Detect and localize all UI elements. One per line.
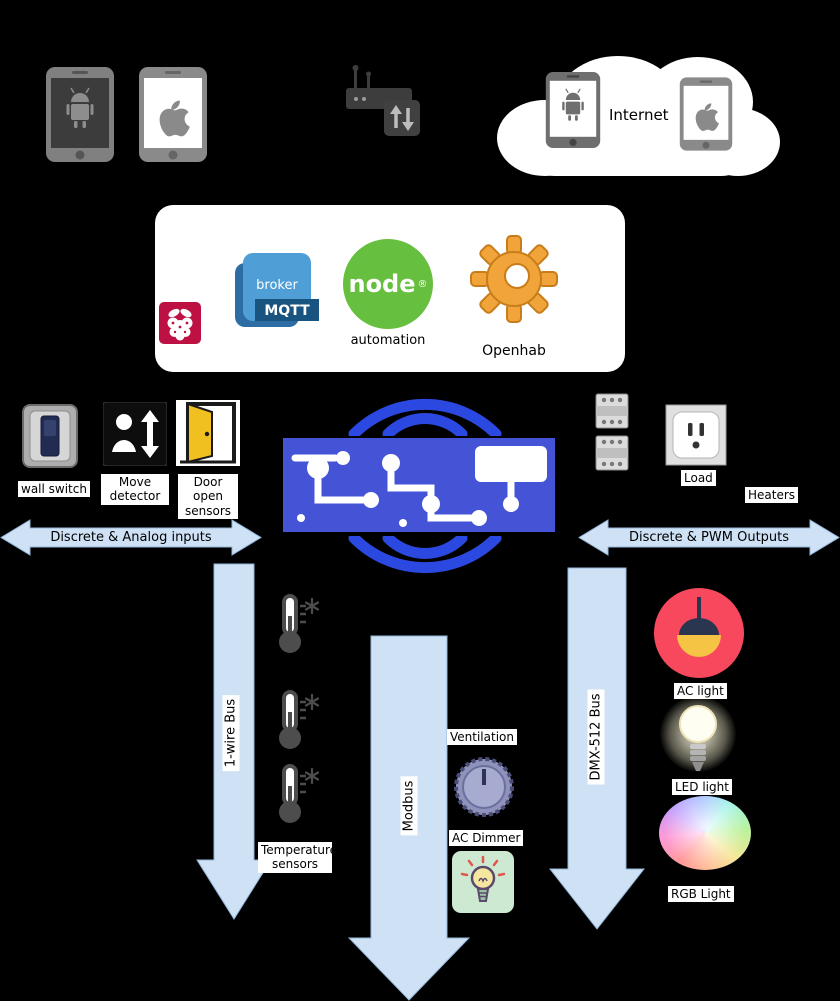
internet-label: Internet [609, 106, 669, 124]
openhab-gear-icon [470, 235, 558, 327]
broker-label: broker [256, 278, 298, 293]
internet-cloud: Internet [483, 42, 785, 192]
one-wire-bus-label: 1-wire Bus [222, 694, 240, 772]
cloud-android-phone-icon [545, 64, 601, 160]
discrete-pwm-outputs-arrow: Discrete & PWM Outputs [578, 519, 840, 556]
move-detector-icon [102, 401, 168, 470]
mqtt-label: MQTT [264, 303, 310, 319]
wifi-waves-top-icon [340, 390, 510, 440]
thermometer-icon [262, 688, 324, 756]
ac-dimmer-label: AC Dimmer [449, 830, 524, 847]
discrete-pwm-outputs-label: Discrete & PWM Outputs [628, 530, 790, 545]
ventilation-knob-icon [452, 755, 516, 823]
mqtt-broker-icon: broker MQTT [233, 251, 321, 337]
node-logo: node® [343, 239, 433, 329]
ac-dimmer-bulb-icon [452, 851, 514, 917]
thermometer-icon [262, 762, 324, 830]
gateway-software-box: broker MQTT node® automation [155, 205, 625, 372]
load-label: Load [681, 470, 716, 487]
node-label: node [348, 270, 416, 298]
temperature-sensors-label: Temperature sensors [258, 842, 337, 873]
rgb-light-icon [659, 796, 751, 870]
door-open-sensor-icon [176, 400, 240, 470]
android-phone-icon [45, 66, 115, 167]
wall-switch-label: wall switch [18, 481, 90, 498]
controller-pcb [283, 438, 555, 536]
din-relay-module-icon [595, 432, 629, 478]
cloud-apple-phone-icon [679, 70, 733, 162]
door-open-sensors-label: Door open sensors [178, 474, 238, 520]
wall-switch-icon [22, 404, 78, 472]
apple-phone-icon [138, 66, 208, 167]
discrete-analog-inputs-arrow: Discrete & Analog inputs [0, 519, 262, 556]
thermometer-icon [262, 592, 324, 660]
move-detector-label: Move detector [101, 474, 169, 505]
automation-label: automation [350, 333, 426, 348]
ac-light-icon [653, 587, 745, 683]
rgb-light-label: RGB Light [668, 886, 734, 903]
heaters-label: Heaters [745, 487, 799, 504]
din-relay-module-icon [595, 390, 629, 436]
node-registered-mark: ® [417, 278, 428, 290]
ac-light-label: AC light [674, 683, 727, 700]
openhab-label: Openhab [482, 343, 546, 359]
led-light-icon [678, 702, 718, 780]
raspberry-pi-icon [159, 302, 201, 348]
ventilation-label: Ventilation [447, 729, 517, 746]
dmx-bus-label: DMX-512 Bus [587, 689, 605, 785]
discrete-analog-inputs-label: Discrete & Analog inputs [50, 530, 212, 545]
modbus-label: Modbus [400, 776, 418, 836]
led-light-label: LED light [672, 779, 732, 796]
load-socket-icon [665, 404, 727, 470]
router-icon [344, 58, 436, 154]
wifi-waves-bottom-icon [340, 532, 510, 584]
